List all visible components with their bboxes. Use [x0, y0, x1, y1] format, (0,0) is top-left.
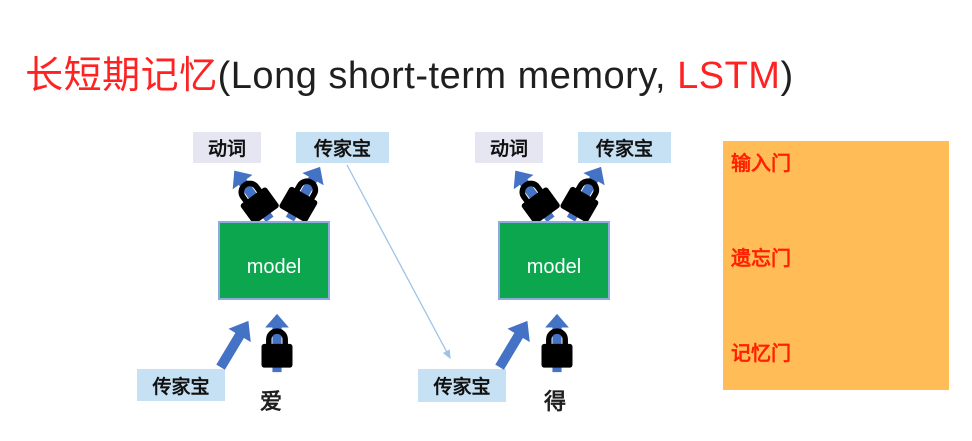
model-label: model: [526, 256, 582, 278]
gate-label-memory: 记忆门: [731, 343, 791, 365]
page-title: 长短期记忆(Long short-term memory, LSTM): [3, 8, 794, 99]
lock-arrow-icon: [560, 166, 605, 222]
heirloom-label-bottom: 传家宝: [418, 369, 506, 402]
lock-arrow-icon: [232, 170, 279, 224]
input-char: 得: [544, 389, 567, 414]
up-arrow-icon: [265, 313, 289, 373]
verb-label: 动词: [475, 132, 543, 163]
heirloom-label-bottom: 传家宝: [137, 369, 225, 401]
gate-label-forget: 遗忘门: [731, 248, 791, 270]
title-chinese: 长短期记忆: [25, 54, 218, 97]
model-box: model: [498, 221, 610, 300]
lock-arrow-icon: [513, 170, 560, 224]
lock-icon: [261, 328, 293, 368]
verb-label-text: 动词: [489, 139, 528, 160]
model-box: model: [218, 221, 330, 300]
lock-icon: [541, 328, 573, 368]
lock-icon: [560, 178, 600, 222]
title-lstm: LSTM: [677, 54, 781, 97]
lock-icon: [279, 178, 319, 222]
lock-arrow-icon: [261, 313, 293, 373]
verb-label-text: 动词: [207, 139, 246, 160]
heirloom-label-top: 传家宝: [578, 132, 671, 163]
diagonal-up-arrow-icon: [216, 320, 251, 370]
model-label: model: [246, 256, 302, 278]
title-close-paren: ): [780, 54, 794, 97]
heirloom-label-text: 传家宝: [433, 377, 491, 398]
up-arrow-icon: [545, 313, 569, 373]
heirloom-label-top: 传家宝: [296, 132, 389, 163]
heirloom-label-text: 传家宝: [152, 376, 210, 398]
heirloom-label-text: 传家宝: [595, 139, 653, 160]
verb-label: 动词: [193, 132, 261, 163]
diagonal-up-arrow-icon: [495, 320, 530, 370]
title-english: (Long short-term memory,: [217, 54, 678, 97]
lock-arrow-icon: [541, 313, 573, 373]
heirloom-label-text: 传家宝: [313, 139, 371, 160]
input-char: 爱: [260, 389, 283, 414]
lock-icon: [519, 180, 560, 224]
lock-icon: [238, 180, 279, 224]
lock-arrow-icon: [279, 166, 324, 222]
gate-label-input: 输入门: [731, 153, 791, 175]
gates-panel: 输入门 遗忘门 记忆门: [723, 141, 949, 390]
